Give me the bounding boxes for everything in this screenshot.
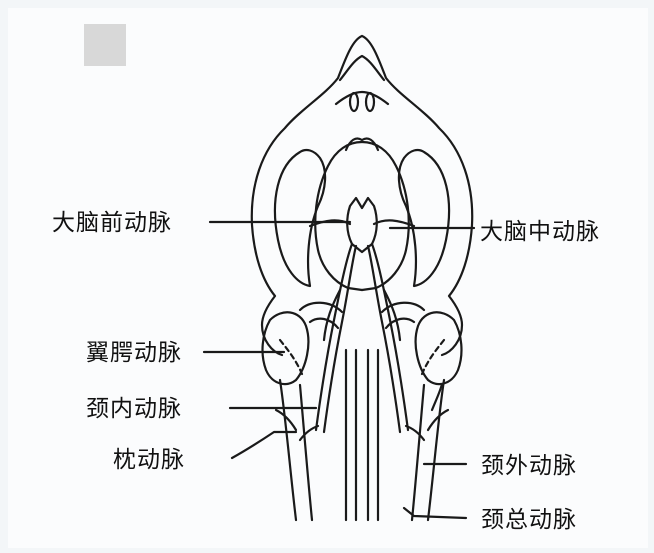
nostril-right xyxy=(366,93,374,111)
right-pterygopalatine-vessel xyxy=(422,340,444,374)
left-occipital-branch xyxy=(276,410,318,440)
label-common-carotid-artery: 颈总动脉 xyxy=(481,509,577,532)
skull-outline xyxy=(252,36,472,355)
left-pterygopalatine-vessel xyxy=(280,340,302,374)
cerebellum xyxy=(300,303,424,328)
left-orbit xyxy=(275,150,325,286)
label-external-carotid-artery: 颈外动脉 xyxy=(481,455,577,478)
label-occipital-artery: 枕动脉 xyxy=(113,449,185,472)
label-pterygopalatine-artery: 翼腭动脉 xyxy=(86,342,182,365)
nostril-left xyxy=(350,93,358,111)
label-middle-cerebral-artery: 大脑中动脉 xyxy=(480,221,600,244)
spinal-column xyxy=(346,350,378,520)
label-internal-carotid-artery: 颈内动脉 xyxy=(86,398,182,421)
label-anterior-cerebral-artery: 大脑前动脉 xyxy=(52,212,172,235)
neck-left xyxy=(280,380,312,520)
right-orbit xyxy=(399,150,449,286)
neck-right xyxy=(412,380,444,520)
